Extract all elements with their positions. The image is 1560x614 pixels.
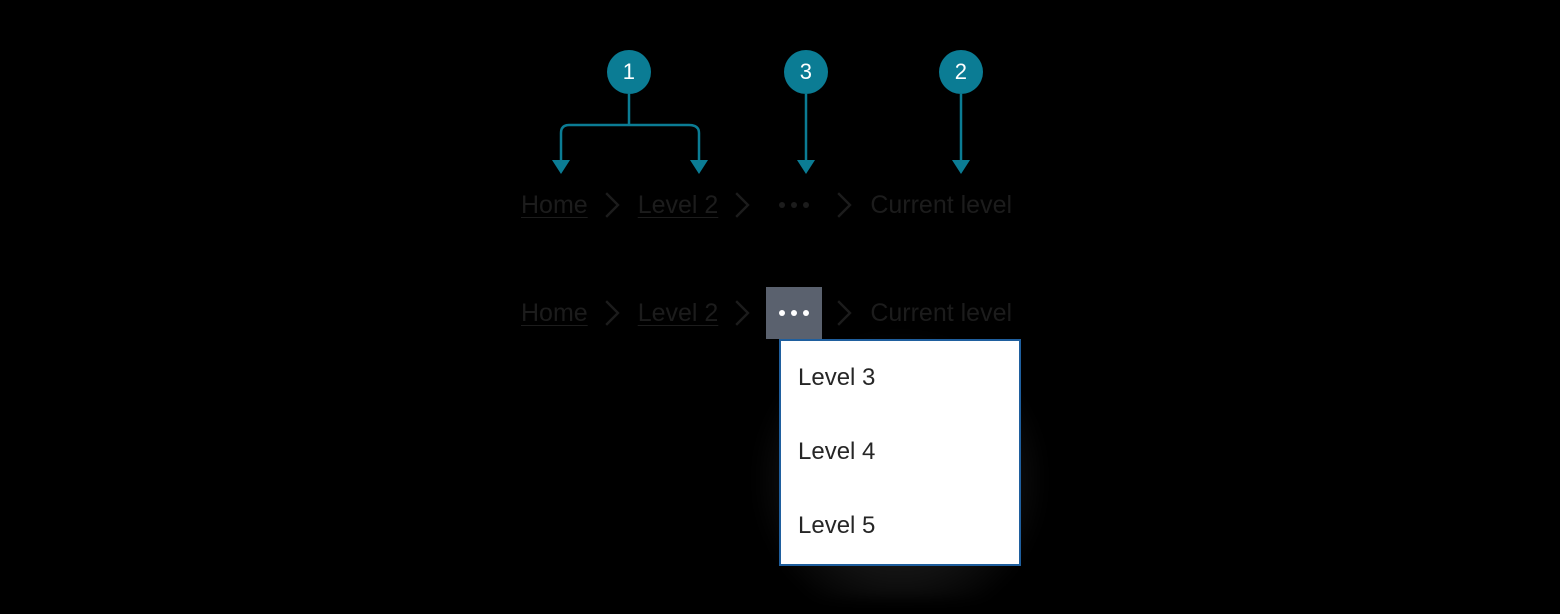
chevron-right-icon: [720, 179, 766, 231]
breadcrumb-item-current: Current level: [870, 191, 1013, 219]
breadcrumb-bottom: Home Level 2 Current level: [519, 287, 1014, 339]
ellipsis-dot-icon: [791, 202, 798, 208]
arrowhead-1-left: [552, 160, 570, 174]
ellipsis-dot-icon: [791, 310, 798, 316]
menu-item-level4[interactable]: Level 4: [781, 415, 1019, 489]
chevron-right-icon: [720, 287, 766, 339]
breadcrumb-item-home[interactable]: Home: [521, 191, 588, 219]
breadcrumb-item-home[interactable]: Home: [521, 299, 588, 327]
ellipsis-dot-icon: [779, 310, 786, 316]
chevron-right-icon: [590, 287, 636, 339]
breadcrumb-item-level2[interactable]: Level 2: [637, 299, 719, 327]
breadcrumb-overflow-menu: Level 3 Level 4 Level 5: [755, 333, 1045, 599]
breadcrumb-overflow-button[interactable]: [766, 179, 822, 231]
ellipsis-dot-icon: [803, 310, 810, 316]
callout-badge-2: 2: [939, 50, 983, 94]
callout-badge-1: 1: [607, 50, 651, 94]
breadcrumb-overflow-button-active[interactable]: [766, 287, 823, 339]
chevron-right-icon: [590, 179, 636, 231]
callout-badge-3: 3: [784, 50, 828, 94]
arrowhead-3: [797, 160, 815, 174]
arrowhead-2: [952, 160, 970, 174]
dropdown-panel: Level 3 Level 4 Level 5: [779, 339, 1021, 566]
menu-item-level3[interactable]: Level 3: [781, 341, 1019, 415]
breadcrumb-top: Home Level 2 Current level: [519, 179, 1014, 231]
breadcrumb-item-current: Current level: [870, 299, 1013, 327]
chevron-right-icon: [822, 287, 868, 339]
menu-item-level5[interactable]: Level 5: [781, 489, 1019, 563]
connector-1-fork: [559, 123, 701, 160]
ellipsis-dot-icon: [803, 202, 810, 208]
arrowhead-1-right: [690, 160, 708, 174]
chevron-right-icon: [822, 179, 868, 231]
ellipsis-dot-icon: [779, 202, 786, 208]
breadcrumb-item-level2[interactable]: Level 2: [637, 191, 719, 219]
